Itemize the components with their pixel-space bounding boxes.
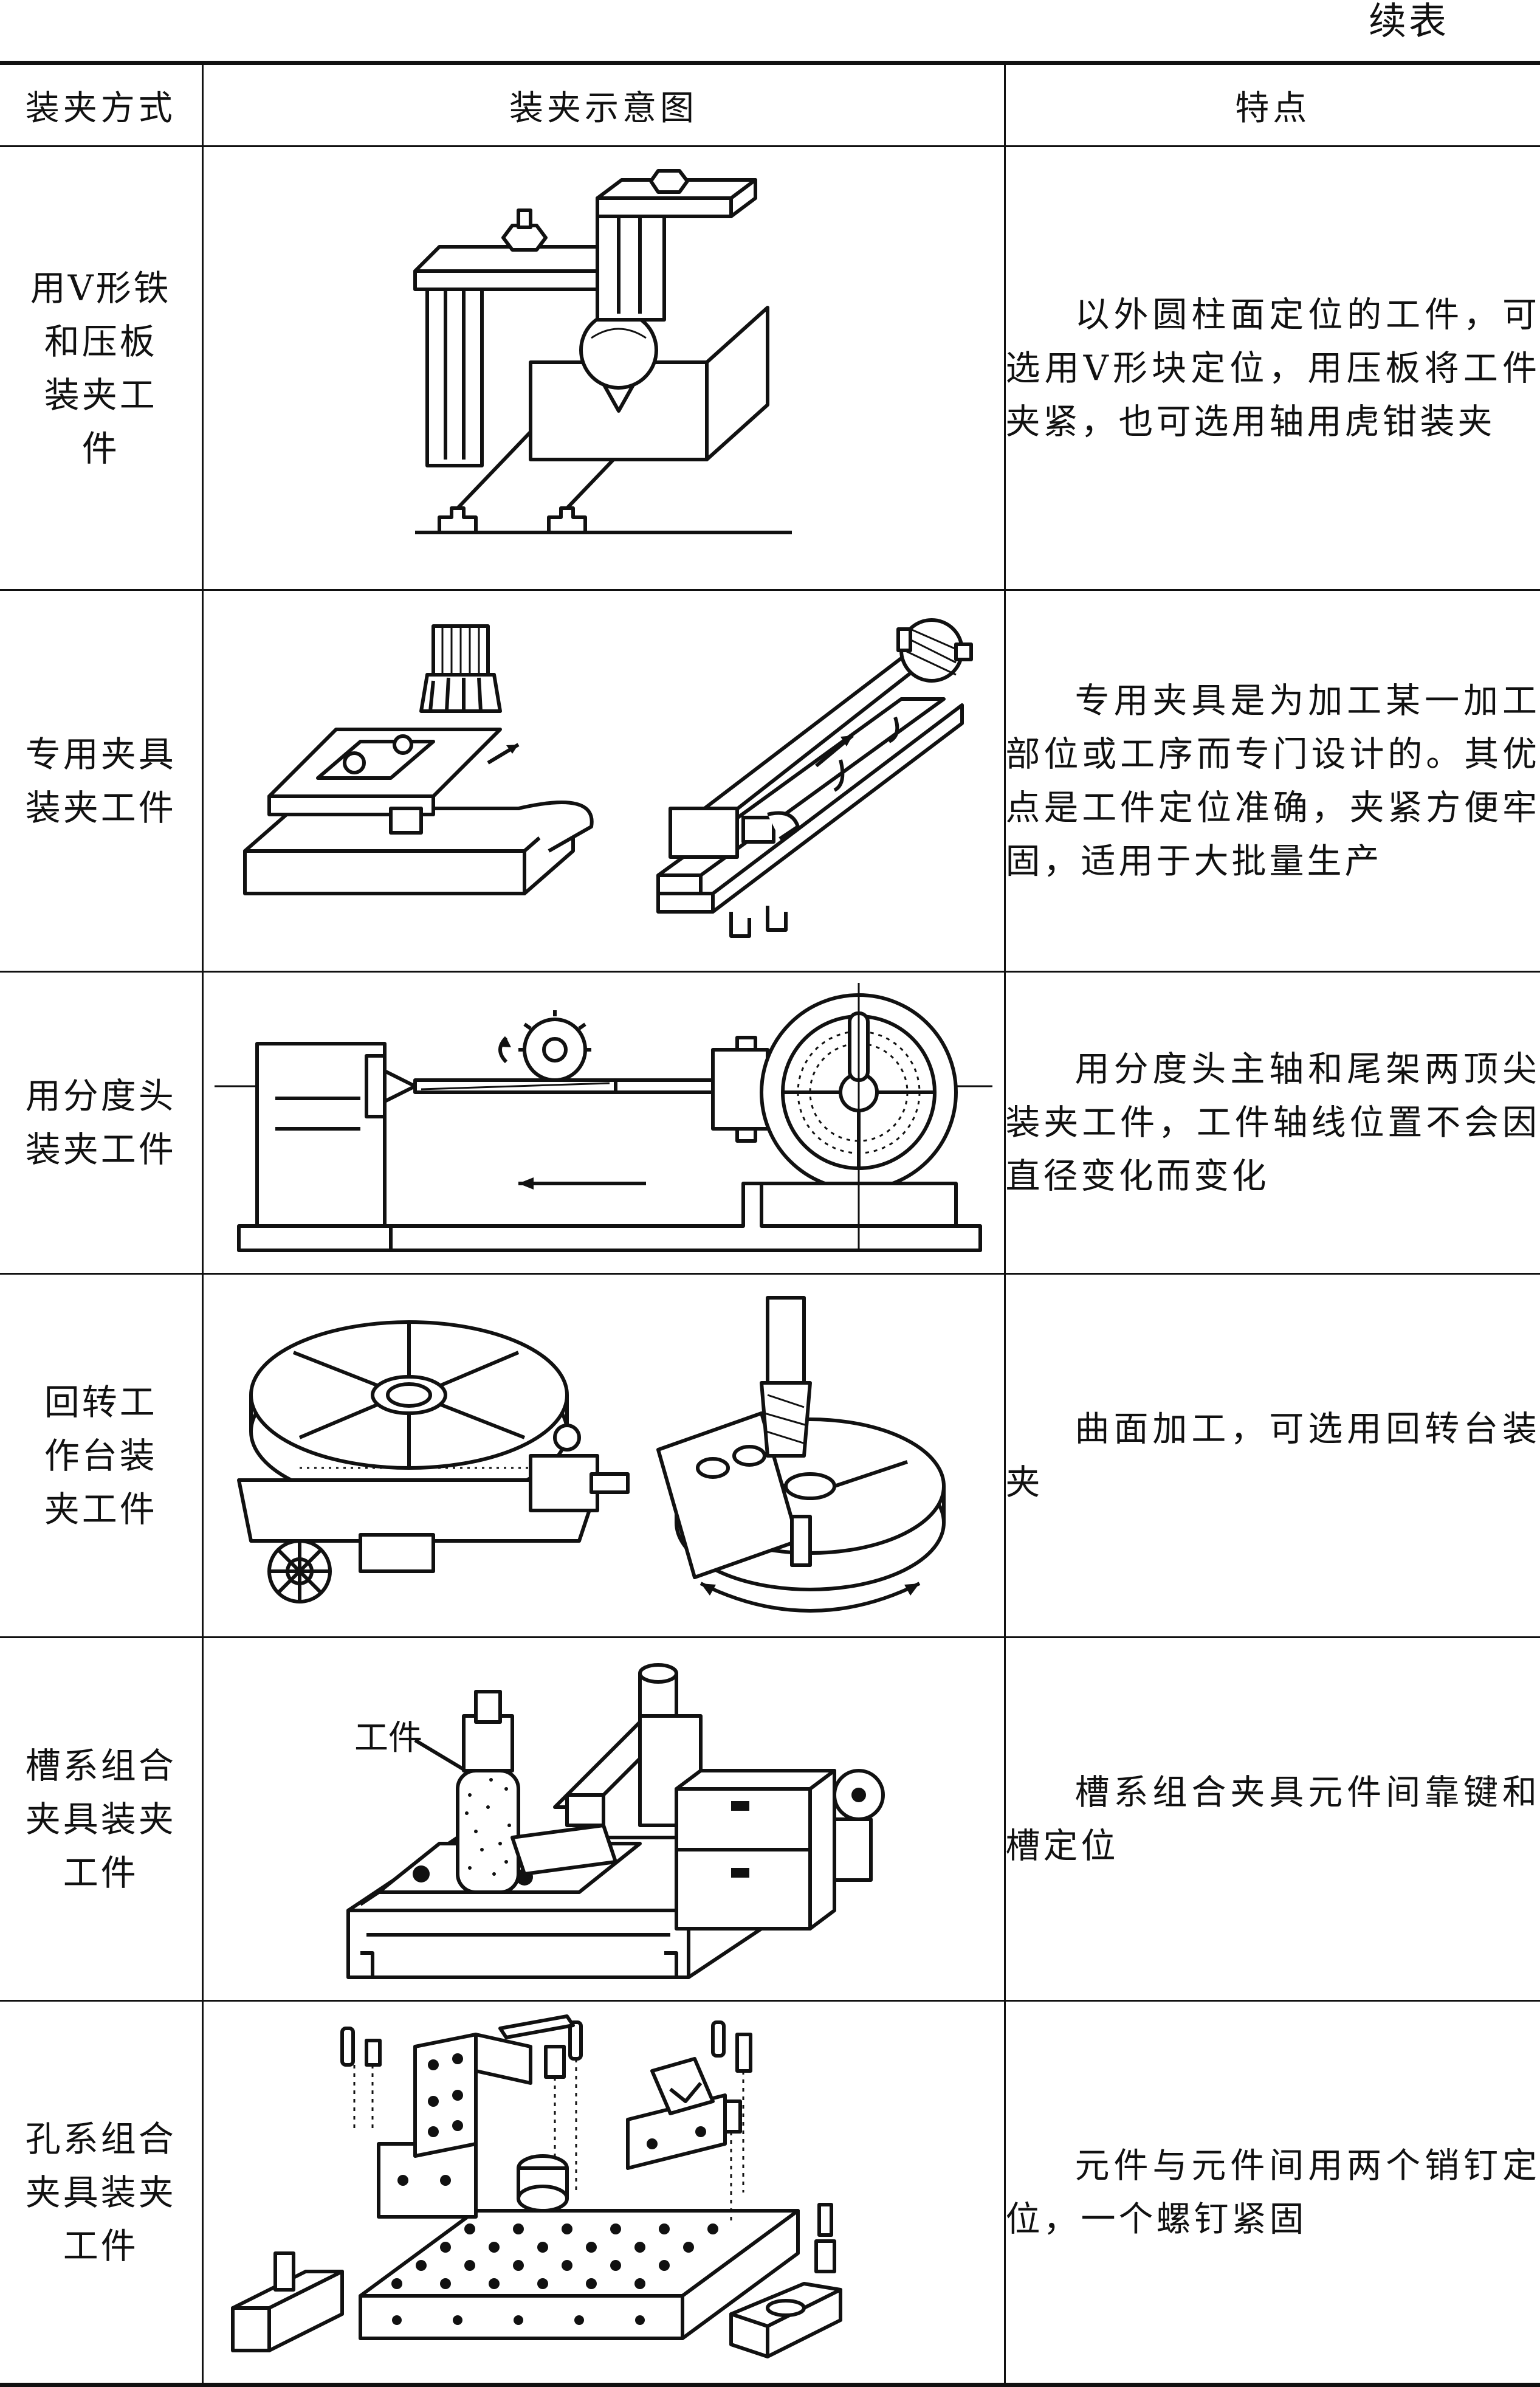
feature-cell: 槽系组合夹具元件间靠键和槽定位 [1003, 1636, 1540, 2002]
method-text: 用分度头装夹工件 [25, 1075, 176, 1170]
figure-cell [201, 589, 1006, 973]
figure-cell [201, 145, 1006, 591]
figure-cell [201, 971, 1006, 1275]
rotary-table-illustration [237, 1295, 946, 1613]
feature-cell: 曲面加工，可选用回转台装夹 [1003, 1273, 1540, 1638]
dividing-head-illustration [215, 983, 992, 1252]
header-row: 装夹方式 装夹示意图 特点 [0, 61, 1540, 147]
special-fixture-illustration [243, 618, 973, 938]
hole-modular-fixture-illustration [231, 2014, 842, 2358]
table-row: 专用夹具装夹工件 [0, 589, 1540, 973]
method-cell: 孔系组合夹具装夹工件 [0, 2000, 204, 2387]
header-feature: 特点 [1003, 61, 1540, 147]
table-row: 槽系组合夹具装夹工件 工件 [0, 1636, 1540, 2002]
method-cell: 槽系组合夹具装夹工件 [0, 1636, 204, 2002]
feature-cell: 元件与元件间用两个销钉定位，一个螺钉紧固 [1003, 2000, 1540, 2387]
feature-cell: 用分度头主轴和尾架两顶尖装夹工件，工件轴线位置不会因直径变化而变化 [1003, 971, 1540, 1275]
method-text: 用V形铁和压板装夹工件 [30, 267, 171, 469]
feature-cell: 以外圆柱面定位的工件，可选用V形块定位，用压板将工件夹紧，也可选用轴用虎钳装夹 [1003, 145, 1540, 591]
feature-text: 以外圆柱面定位的工件，可选用V形块定位，用压板将工件夹紧，也可选用轴用虎钳装夹 [1005, 294, 1540, 442]
method-text: 孔系组合夹具装夹工件 [25, 2118, 176, 2267]
table-row: 用分度头装夹工件 [0, 971, 1540, 1275]
feature-text: 槽系组合夹具元件间靠键和槽定位 [1005, 1772, 1540, 1866]
continued-label: 续表 [1368, 0, 1449, 43]
header-figure: 装夹示意图 [201, 61, 1006, 147]
method-cell: 用V形铁和压板装夹工件 [0, 145, 204, 591]
clamping-methods-table: 装夹方式 装夹示意图 特点 用V形铁和压板装夹工件 [0, 61, 1540, 2387]
slot-modular-fixture-illustration: 工件 [346, 1662, 885, 1979]
method-text: 专用夹具装夹工件 [25, 733, 176, 828]
method-text: 回转工作台装夹工件 [44, 1381, 157, 1530]
figure-cell [201, 1273, 1006, 1638]
figure-cell [201, 2000, 1006, 2387]
table-row: 孔系组合夹具装夹工件 [0, 2000, 1540, 2387]
method-cell: 专用夹具装夹工件 [0, 589, 204, 973]
workpiece-label: 工件 [354, 1720, 422, 1757]
v-block-clamp-illustration [413, 168, 792, 534]
header-method: 装夹方式 [0, 61, 204, 147]
feature-cell: 专用夹具是为加工某一加工部位或工序而专门设计的。其优点是工件定位准确，夹紧方便牢… [1003, 589, 1540, 973]
method-text: 槽系组合夹具装夹工件 [25, 1745, 176, 1893]
method-cell: 回转工作台装夹工件 [0, 1273, 204, 1638]
feature-text: 曲面加工，可选用回转台装夹 [1005, 1408, 1540, 1503]
feature-text: 用分度头主轴和尾架两顶尖装夹工件，工件轴线位置不会因直径变化而变化 [1005, 1049, 1540, 1196]
feature-text: 元件与元件间用两个销钉定位，一个螺钉紧固 [1005, 2145, 1540, 2239]
method-cell: 用分度头装夹工件 [0, 971, 204, 1275]
table-row: 用V形铁和压板装夹工件 [0, 145, 1540, 591]
table-row: 回转工作台装夹工件 [0, 1273, 1540, 1638]
feature-text: 专用夹具是为加工某一加工部位或工序而专门设计的。其优点是工件定位准确，夹紧方便牢… [1005, 680, 1540, 881]
figure-cell: 工件 [201, 1636, 1006, 2002]
